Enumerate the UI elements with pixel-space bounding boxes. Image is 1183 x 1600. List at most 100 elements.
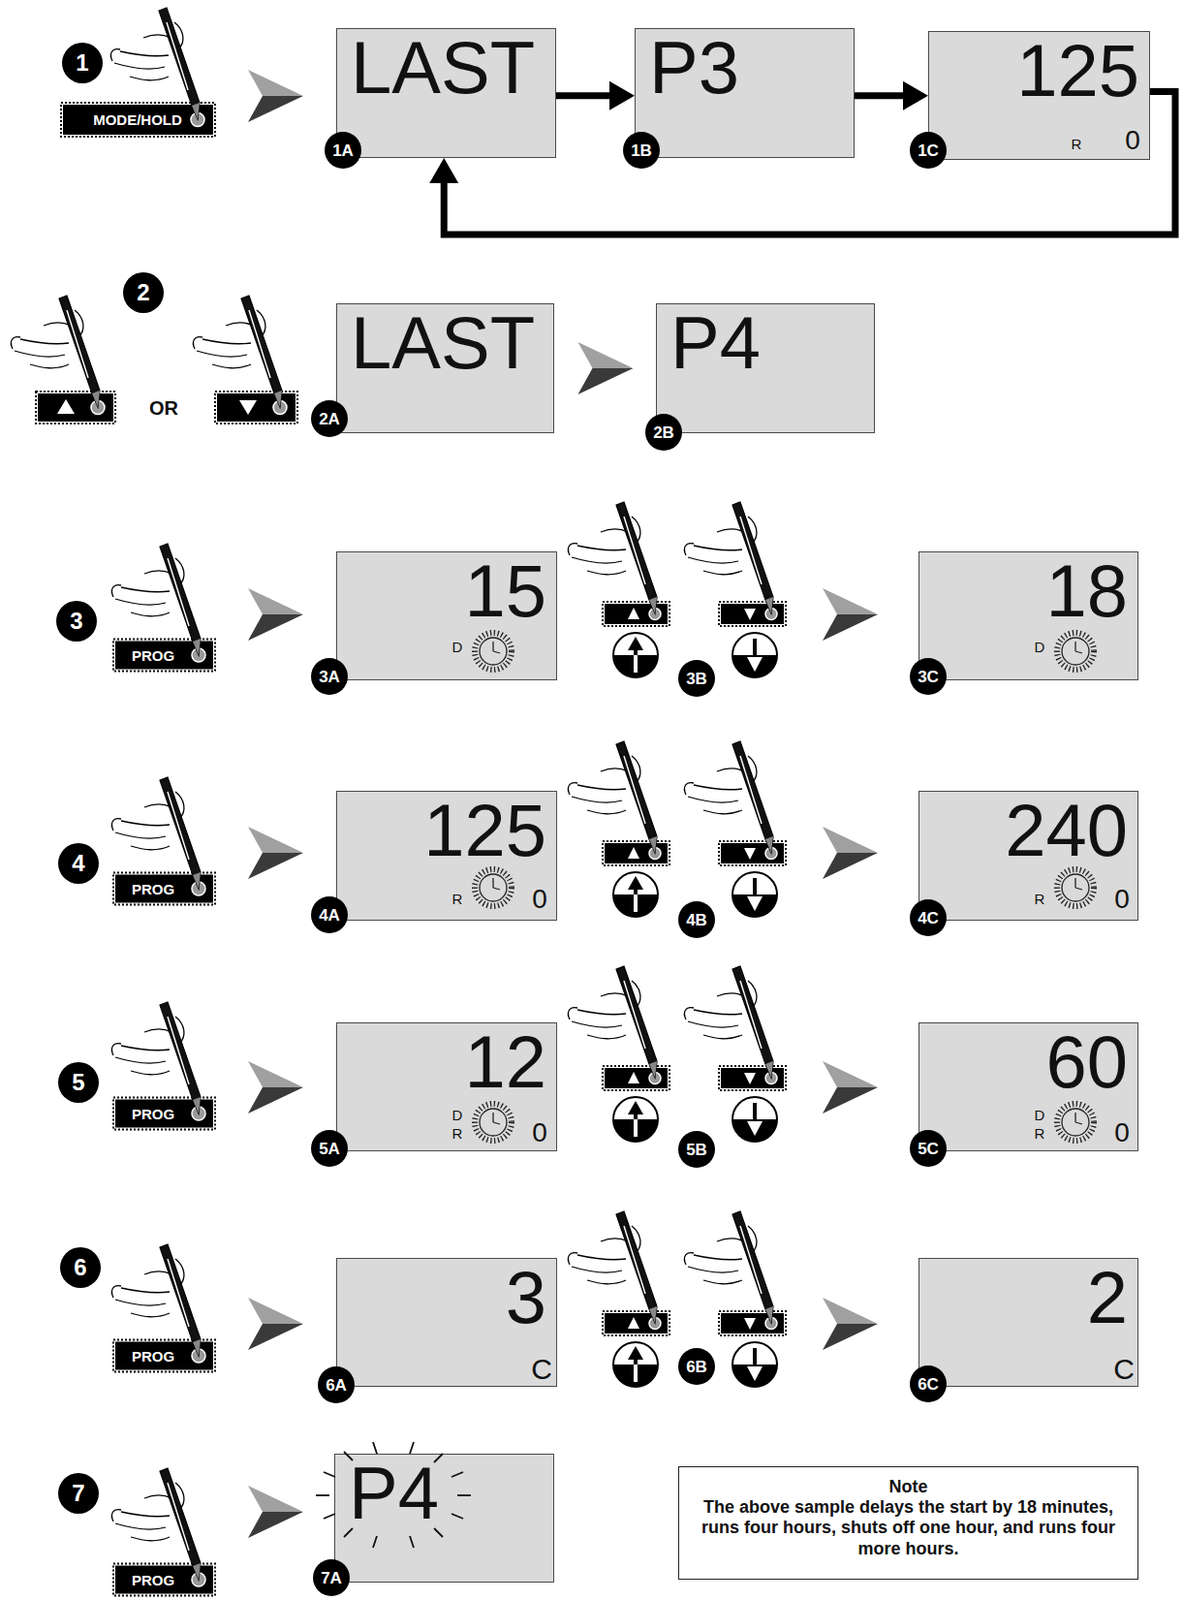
label-wrap: 3 — [69, 609, 83, 633]
label-wrap: OR — [149, 398, 179, 418]
callout-number: 6C — [917, 1374, 939, 1394]
text-wrap: P4 — [670, 306, 761, 380]
lcd-screen: LAST — [336, 303, 555, 434]
note-heading: Note — [692, 1476, 1124, 1497]
label-wrap: 3B — [685, 670, 708, 687]
button-label: PROG — [131, 1571, 175, 1588]
label-wrap: MODE/HOLD — [93, 112, 183, 127]
label-wrap: 6B — [685, 1358, 708, 1375]
label-wrap: 4 — [71, 851, 85, 875]
lcd-screen: 2C — [918, 1257, 1139, 1387]
label-wrap: 5 — [71, 1070, 85, 1094]
text-wrap: 15 — [464, 554, 547, 628]
callout-number: 3A — [318, 667, 341, 686]
label-wrap: 5B — [685, 1141, 708, 1158]
blink-rays — [315, 1441, 471, 1548]
callout-number: 6B — [685, 1357, 708, 1376]
lcd-indicator: R — [1034, 1124, 1046, 1142]
label-wrap: 2A — [318, 410, 341, 428]
callout-number: 4A — [318, 905, 341, 925]
lcd-digits: P4 — [670, 301, 761, 384]
lcd-digits: 18 — [1045, 549, 1128, 632]
callout-number: 5B — [685, 1140, 708, 1159]
button-label: PROG — [131, 1105, 175, 1122]
label-wrap: PROG — [131, 1106, 175, 1121]
callout-number: 5C — [917, 1139, 939, 1158]
lcd-indicator: R — [1034, 890, 1046, 907]
label-wrap: 3C — [917, 668, 939, 685]
lcd-screen: LAST — [336, 28, 557, 158]
callout-number: 5A — [318, 1139, 341, 1158]
pointer-lower — [578, 368, 634, 395]
note-box: NoteThe above sample delays the start by… — [678, 1465, 1139, 1580]
text-wrap: C — [530, 1354, 553, 1384]
callout-number: 4C — [917, 908, 939, 928]
label-wrap: 4C — [917, 909, 939, 927]
text-wrap: 0 — [1114, 1119, 1130, 1147]
lcd-screen: 18D — [918, 551, 1139, 681]
label-wrap: PROG — [131, 648, 175, 663]
text-wrap: R — [1034, 891, 1046, 906]
pointer-upper — [578, 342, 634, 369]
lcd-screen: P4 — [334, 1453, 555, 1583]
or-text: OR — [149, 397, 179, 419]
text-wrap: P4 — [348, 1456, 439, 1530]
callout-circles — [56, 42, 947, 1596]
callout-number: 7A — [320, 1568, 343, 1588]
text-wrap: D — [452, 1107, 464, 1122]
step-number: 1 — [75, 49, 89, 76]
lcd-indicator: R — [452, 1124, 464, 1142]
label-wrap: 2B — [653, 424, 675, 441]
text-wrap: 12 — [464, 1025, 547, 1099]
label-wrap: 3A — [318, 668, 341, 685]
pointer-arrows — [248, 69, 878, 1538]
lcd-indicator: R — [1071, 135, 1083, 153]
arrow-head — [609, 81, 635, 111]
button-label: MODE/HOLD — [93, 111, 183, 128]
label-wrap: 6 — [73, 1255, 87, 1279]
callout-number: 6A — [325, 1375, 347, 1395]
text-wrap: D — [1034, 639, 1046, 654]
lcd-indicator: 0 — [1124, 124, 1141, 156]
label-wrap: 1 — [75, 51, 89, 75]
hand-stylus — [10, 7, 774, 1580]
text-wrap: 125 — [1016, 33, 1140, 108]
text-wrap: R — [452, 891, 464, 906]
lcd-indicator: D — [1034, 1106, 1046, 1123]
connector-line — [556, 92, 613, 99]
text-wrap: 0 — [1114, 885, 1130, 913]
lcd-indicator: C — [530, 1352, 553, 1385]
label-wrap: 4A — [318, 906, 341, 924]
lcd-indicator: D — [452, 1106, 464, 1123]
step-number: 4 — [71, 849, 85, 876]
lcd-digits: 60 — [1045, 1020, 1128, 1103]
connector — [556, 81, 635, 111]
step-number: 7 — [71, 1479, 85, 1506]
lcd-indicator: D — [1034, 638, 1046, 655]
lcd-indicator: 0 — [1114, 1117, 1130, 1148]
lcd-indicator: 0 — [1114, 883, 1130, 914]
text-wrap: 0 — [531, 1119, 548, 1147]
lcd-indicator: D — [452, 638, 464, 655]
text-wrap: D — [1034, 1107, 1046, 1122]
text-wrap: LAST — [350, 31, 535, 105]
connector — [854, 81, 929, 111]
text-wrap: 18 — [1045, 554, 1128, 628]
lcd-indicator: 0 — [531, 1117, 548, 1148]
callout-number: 2A — [318, 409, 341, 429]
step-number: 3 — [69, 607, 83, 634]
callout-number: 2B — [653, 423, 675, 442]
lcd-digits: 125 — [423, 788, 547, 872]
lcd-digits: 3 — [505, 1255, 547, 1339]
text-wrap: 125 — [423, 793, 547, 868]
text-wrap: 240 — [1004, 793, 1128, 868]
connector — [578, 342, 634, 395]
text-wrap: 3 — [505, 1260, 547, 1335]
lcd-digits: 2 — [1087, 1255, 1128, 1339]
label-wrap: 5A — [318, 1140, 341, 1157]
text-wrap: 0 — [531, 885, 548, 913]
connector-line — [854, 92, 906, 99]
lcd-digits: LAST — [350, 301, 535, 384]
callout-number: 1A — [332, 141, 354, 160]
